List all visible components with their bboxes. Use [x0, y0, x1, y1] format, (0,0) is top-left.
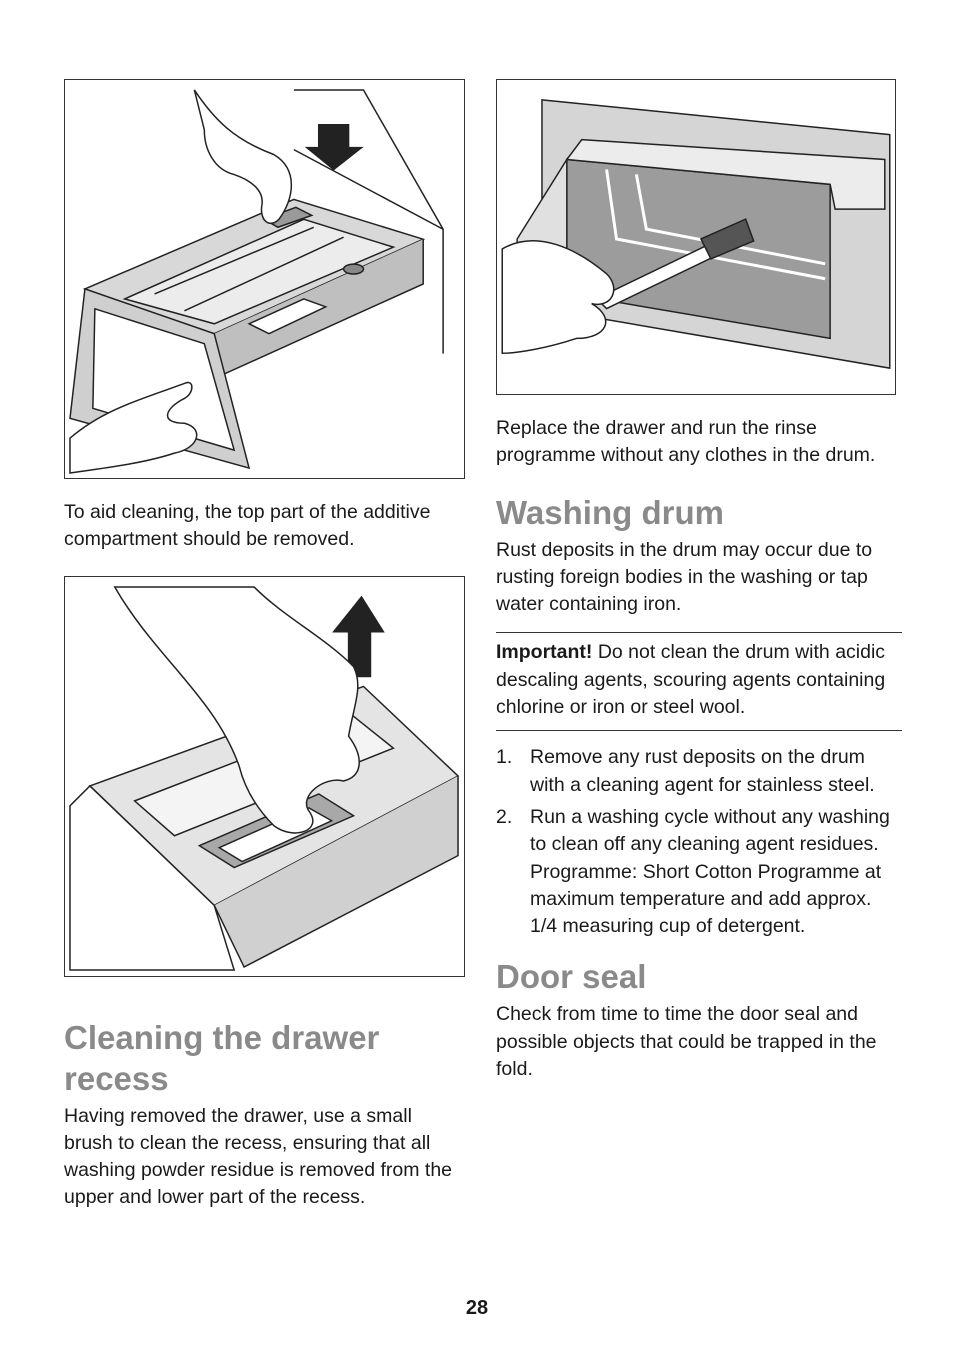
step-number: 2.	[496, 805, 513, 828]
caption-aid-cleaning: To aid cleaning, the top part of the add…	[64, 501, 431, 551]
cleaning-recess-paragraph: Having removed the drawer, use a small b…	[64, 1104, 453, 1209]
door-seal-paragraph: Check from time to time the door seal an…	[496, 1003, 877, 1081]
figure-drawer-release	[64, 79, 465, 479]
drawer-release-illustration	[69, 89, 444, 474]
heading-washing-drum: Washing drum	[496, 493, 724, 531]
right-column: Replace the drawer and run the rinse pro…	[496, 79, 902, 1083]
steps-list: 1. Remove any rust deposits on the drum …	[496, 744, 902, 940]
important-text: Do not clean the drum with acidic descal…	[496, 641, 886, 719]
important-notice: Important! Do not clean the drum with ac…	[496, 632, 902, 732]
important-label: Important!	[496, 641, 593, 664]
brush-recess-illustration	[501, 99, 891, 370]
list-item: 2. Run a washing cycle without any washi…	[496, 804, 902, 940]
remove-compartment-illustration	[69, 585, 460, 971]
caption-replace-drawer: Replace the drawer and run the rinse pro…	[496, 417, 876, 467]
rust-deposits-paragraph: Rust deposits in the drum may occur due …	[496, 538, 873, 616]
heading-door-seal: Door seal	[496, 958, 647, 996]
step-number: 1.	[496, 746, 513, 769]
page-number: 28	[465, 1297, 489, 1319]
step-text: Run a washing cycle without any washing …	[530, 805, 890, 938]
important-paragraph: Important! Do not clean the drum with ac…	[496, 639, 902, 721]
figure-remove-compartment	[64, 575, 465, 977]
step-text: Remove any rust deposits on the drum wit…	[530, 746, 875, 796]
heading-cleaning-drawer-recess: Cleaning the drawer recess	[64, 1018, 380, 1097]
list-item: 1. Remove any rust deposits on the drum …	[496, 744, 902, 799]
figure-brush-recess	[496, 79, 896, 395]
left-column: To aid cleaning, the top part of the add…	[64, 79, 465, 1212]
